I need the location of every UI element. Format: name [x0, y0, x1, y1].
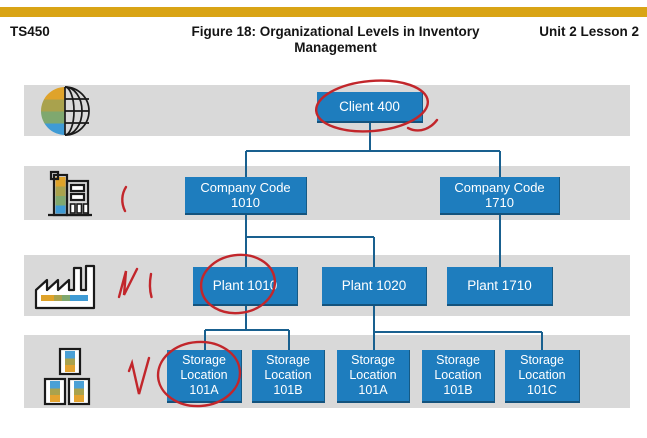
node-storage-location-101a-plant1010: Storage Location 101A [167, 350, 242, 403]
node-storage-location-101b-plant1020: Storage Location 101B [422, 350, 495, 403]
node-storage-location-101b-plant1010: Storage Location 101B [252, 350, 325, 403]
factory-icon [34, 264, 96, 310]
figure-title: Figure 18: Organizational Levels in Inve… [163, 24, 508, 57]
node-plant-1010: Plant 1010 [193, 267, 298, 306]
figure-title-line1: Figure 18: Organizational Levels in Inve… [191, 24, 480, 39]
node-storage-location-101a-plant1020: Storage Location 101A [337, 350, 410, 403]
building-icon [48, 170, 92, 217]
globe-icon [41, 86, 90, 136]
course-code: TS450 [10, 24, 50, 39]
unit-lesson-label: Unit 2 Lesson 2 [539, 24, 639, 39]
node-plant-1710: Plant 1710 [447, 267, 553, 306]
node-company-code-1710: Company Code 1710 [440, 177, 560, 215]
node-plant-1020: Plant 1020 [322, 267, 427, 306]
node-company-code-1010: Company Code 1010 [185, 177, 307, 215]
node-storage-location-101c: Storage Location 101C [505, 350, 580, 403]
storage-bins-icon [43, 347, 91, 406]
header-gold-bar [0, 7, 647, 17]
figure-title-line2: Management [294, 40, 377, 56]
node-client-400: Client 400 [317, 92, 423, 123]
